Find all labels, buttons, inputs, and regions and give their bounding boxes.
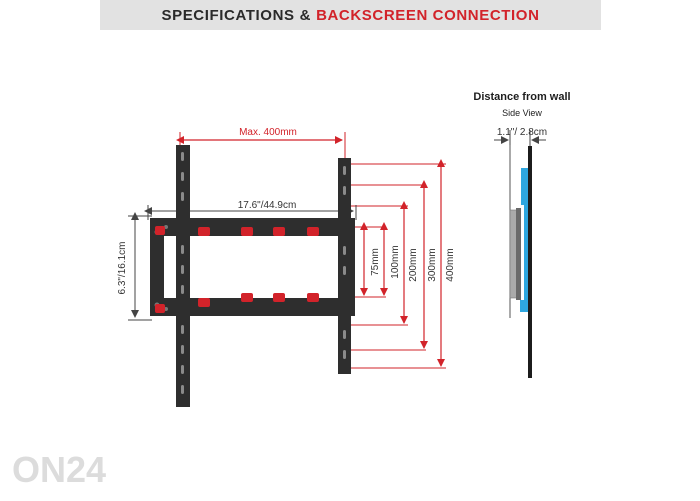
tv-panel <box>528 146 532 378</box>
height-label: 6.3"/16.1cm <box>117 241 128 294</box>
header-title-part1: SPECIFICATIONS <box>161 6 295 24</box>
header-bar: SPECIFICATIONS & BACKSCREEN CONNECTION <box>100 0 601 30</box>
watermark: ON24 <box>12 449 106 490</box>
vesa-dimension-arrows <box>360 159 445 367</box>
front-view: Max. 400mm 17.6"/44.9cm 6.3"/16.1cm 75mm… <box>117 127 456 407</box>
red-connectors <box>155 226 319 313</box>
mount-arm-right <box>338 158 351 374</box>
spacing-400-label: 400mm <box>445 248 456 281</box>
spacing-100-label: 100mm <box>390 245 401 278</box>
max-width-label: Max. 400mm <box>239 127 297 138</box>
mount-arm-left <box>176 145 190 407</box>
depth-label: 1.1"/ 2.8cm <box>497 127 547 138</box>
side-view-title: Distance from wall <box>473 91 570 103</box>
header-title-ampersand: & <box>299 6 312 24</box>
tv-adapter-blue <box>520 168 528 312</box>
height-dimension <box>128 212 152 321</box>
spacing-75-label: 75mm <box>370 248 381 276</box>
spacing-200-label: 200mm <box>408 248 419 281</box>
header-title-part2: BACKSCREEN CONNECTION <box>316 6 540 24</box>
side-view: Distance from wall Side View 1.1"/ 2.8cm <box>473 91 571 378</box>
side-view-subtitle: Side View <box>502 108 542 118</box>
spacing-300-label: 300mm <box>427 248 438 281</box>
width-label: 17.6"/44.9cm <box>238 200 297 211</box>
